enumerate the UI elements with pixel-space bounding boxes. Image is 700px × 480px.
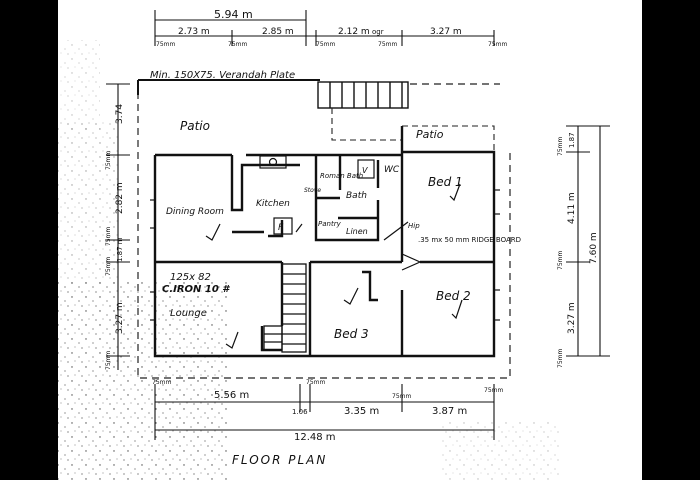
bot-mm-4: 75mm — [484, 387, 503, 394]
room-roman-bath: Roman Bath — [320, 172, 363, 180]
bot-mm-3: 75mm — [392, 393, 411, 400]
top-mm-2: 75mm — [228, 41, 247, 48]
left-mm-3: 75mm — [105, 257, 112, 276]
bot-seg1-dim: 5.56 m — [214, 390, 249, 401]
ridge-board-note: .35 mx 50 mm RIDGE BOARD — [418, 236, 521, 244]
top-total-dim: 5.94 m — [214, 8, 253, 21]
room-patio-right: Patio — [416, 128, 444, 141]
top-seg1-dim: 2.73 m — [178, 27, 210, 37]
fixtures — [150, 155, 500, 349]
right-mm-1: 75mm — [557, 137, 564, 156]
top-mm-3: 75mm — [316, 41, 335, 48]
left-seg4-dim: 3.27 m — [115, 302, 125, 334]
room-wc: WC — [384, 165, 400, 175]
left-seg1-dim: 3.74 — [115, 104, 125, 124]
room-lounge: Lounge — [170, 308, 207, 319]
vanity-label: V — [362, 166, 368, 175]
bot-total-dim: 12.48 m — [294, 432, 336, 443]
top-seg3-dim: 2.12 m — [338, 27, 370, 37]
top-dimension-chain — [154, 10, 495, 46]
ridge-hint: Hip — [408, 222, 420, 230]
top-seg3-note: ogr — [372, 28, 384, 36]
top-stairs — [317, 81, 409, 109]
top-mm-4: 75mm — [378, 41, 397, 48]
house-walls — [153, 126, 496, 358]
right-seg3-dim: 3.27 m — [567, 302, 577, 334]
left-mm-1: 75mm — [105, 151, 112, 170]
right-mm-2: 75mm — [557, 251, 564, 270]
bot-seg2-dim: 1.06 — [292, 408, 308, 416]
right-seg2-dim: 4.11 m — [567, 192, 577, 224]
bot-seg4-dim: 3.87 m — [432, 406, 467, 417]
stairs-note: 125x 82 — [170, 272, 211, 283]
room-pantry: Pantry — [318, 220, 342, 228]
verandah-plate-line — [137, 79, 320, 95]
bottom-dimension-labels: 5.56 m 1.06 3.35 m 3.87 m 12.48 m 75mm 7… — [152, 379, 503, 443]
bot-mm-1: 75mm — [152, 379, 171, 386]
top-mm-5: 75mm — [488, 41, 507, 48]
scan-speckle — [58, 40, 560, 480]
verandah-note: Min. 150X75. Verandah Plate — [150, 70, 295, 81]
room-bed2: Bed 2 — [436, 289, 471, 303]
patio-boundary — [331, 108, 495, 152]
top-seg2-dim: 2.85 m — [262, 27, 294, 37]
right-mm-3: 75mm — [557, 349, 564, 368]
left-dimension-labels: 3.74 2.82 m 1.87 m 3.27 m 75mm 75mm 75mm… — [105, 104, 125, 370]
drawing-notes: Min. 150X75. Verandah Plate FLOOR PLAN .… — [150, 70, 521, 467]
bot-seg3-dim: 3.35 m — [344, 406, 379, 417]
right-dimension-chain — [566, 125, 610, 357]
room-patio-main: Patio — [180, 119, 210, 133]
top-seg4-dim: 3.27 m — [430, 27, 462, 37]
bot-mm-2: 75mm — [306, 379, 325, 386]
right-dimension-labels: 7.60 m 1.87 4.11 m 3.27 m 75mm 75mm 75mm — [557, 132, 599, 368]
left-mm-4: 75mm — [105, 351, 112, 370]
left-mm-2: 75mm — [105, 227, 112, 246]
right-seg1-dim: 1.87 — [568, 132, 576, 148]
drawing-title: FLOOR PLAN — [232, 453, 327, 467]
room-linen: Linen — [346, 227, 368, 236]
bottom-dimension-chain — [154, 384, 495, 440]
left-dimension-chain — [106, 83, 130, 370]
room-labels: Patio Patio Dining Room Kitchen Roman Ba… — [166, 119, 471, 341]
ciron-note: C.IRON 10 # — [162, 284, 230, 295]
room-kitchen: Kitchen — [256, 199, 290, 209]
top-mm-1: 75mm — [156, 41, 175, 48]
room-bed3: Bed 3 — [334, 327, 369, 341]
fridge-label: F — [278, 223, 284, 233]
left-seg3-dim: 1.87 m — [116, 237, 124, 262]
right-total-dim: 7.60 m — [589, 232, 599, 264]
room-stove: Stove — [304, 187, 321, 194]
room-bed1: Bed 1 — [428, 175, 463, 189]
room-dining: Dining Room — [166, 207, 224, 217]
internal-stairs — [263, 263, 307, 353]
left-seg2-dim: 2.82 m — [115, 182, 125, 214]
room-bath: Bath — [346, 191, 367, 201]
top-dimension-labels: 5.94 m 2.73 m 2.85 m 2.12 m ogr 3.27 m 7… — [156, 8, 507, 48]
